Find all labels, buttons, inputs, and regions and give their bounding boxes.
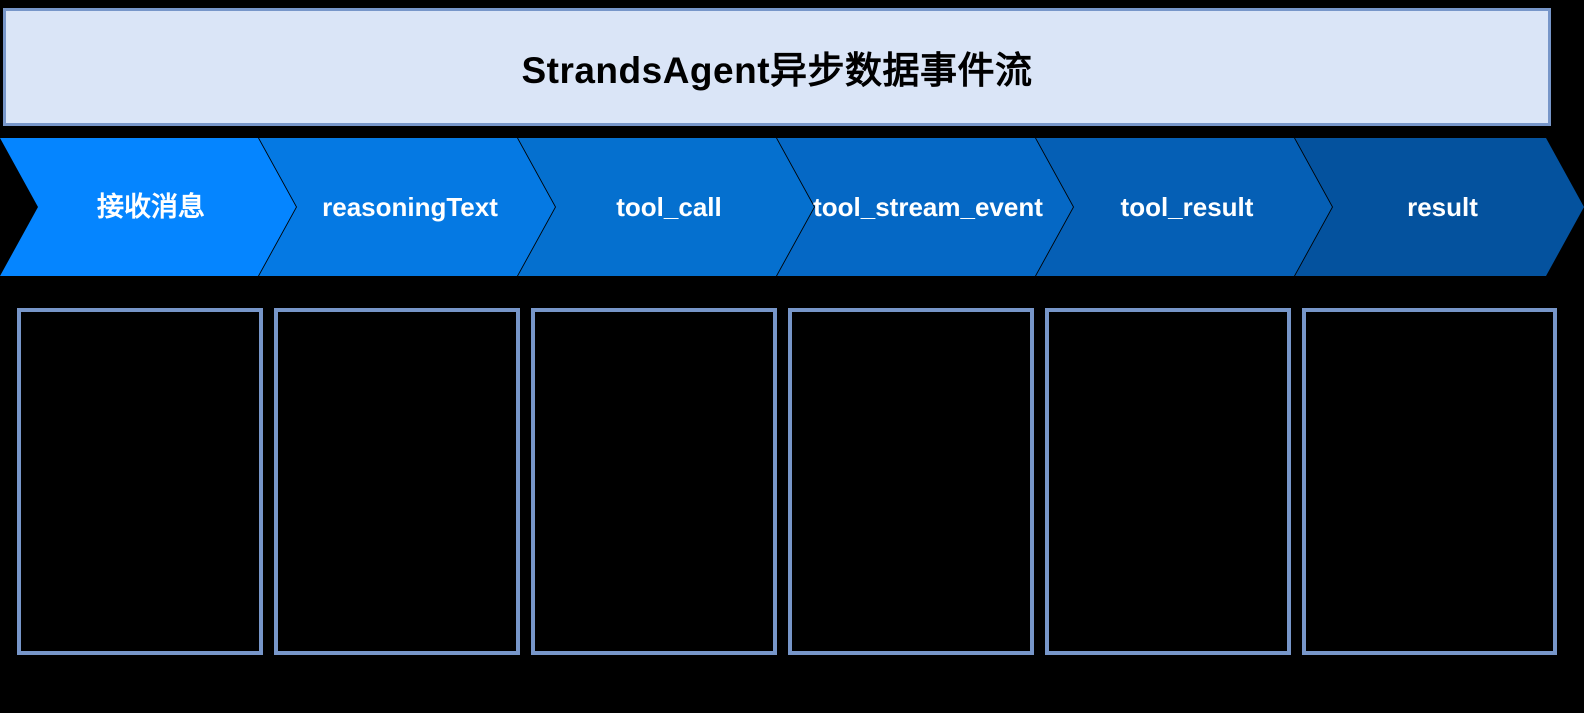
chevron-arrow-shape — [259, 138, 555, 276]
flow-step-label: result — [1407, 192, 1478, 222]
detail-box-6[interactable] — [1302, 308, 1557, 655]
chevron-arrow-shape — [0, 138, 296, 276]
flow-step-4[interactable]: tool_stream_event — [777, 138, 1073, 276]
detail-box-3[interactable] — [531, 308, 777, 655]
chevron-arrow-shape — [1036, 138, 1332, 276]
detail-box-1[interactable] — [17, 308, 263, 655]
flow-step-5[interactable]: tool_result — [1036, 138, 1332, 276]
page-title: StrandsAgent异步数据事件流 — [521, 50, 1033, 91]
detail-box-row — [0, 308, 1584, 656]
flow-step-1[interactable]: 接收消息 — [0, 138, 296, 276]
flow-step-label: reasoningText — [322, 192, 498, 222]
flow-step-label: tool_call — [616, 192, 722, 222]
flow-step-6[interactable]: result — [1295, 138, 1584, 276]
flow-step-label: tool_stream_event — [813, 192, 1043, 222]
process-flow-chevrons: 接收消息 reasoningText tool_call tool_stream_ev… — [0, 138, 1584, 276]
chevron-arrow-shape — [1295, 138, 1584, 276]
detail-box-5[interactable] — [1045, 308, 1291, 655]
diagram-title-banner: StrandsAgent异步数据事件流 — [3, 8, 1551, 126]
flow-step-label: tool_result — [1120, 192, 1254, 222]
chevron-arrow-shape — [518, 138, 814, 276]
flow-step-3[interactable]: tool_call — [518, 138, 814, 276]
detail-box-4[interactable] — [788, 308, 1034, 655]
chevron-arrow-shape — [777, 138, 1073, 276]
detail-box-2[interactable] — [274, 308, 520, 655]
flow-step-2[interactable]: reasoningText — [259, 138, 555, 276]
flow-step-label: 接收消息 — [97, 191, 205, 222]
